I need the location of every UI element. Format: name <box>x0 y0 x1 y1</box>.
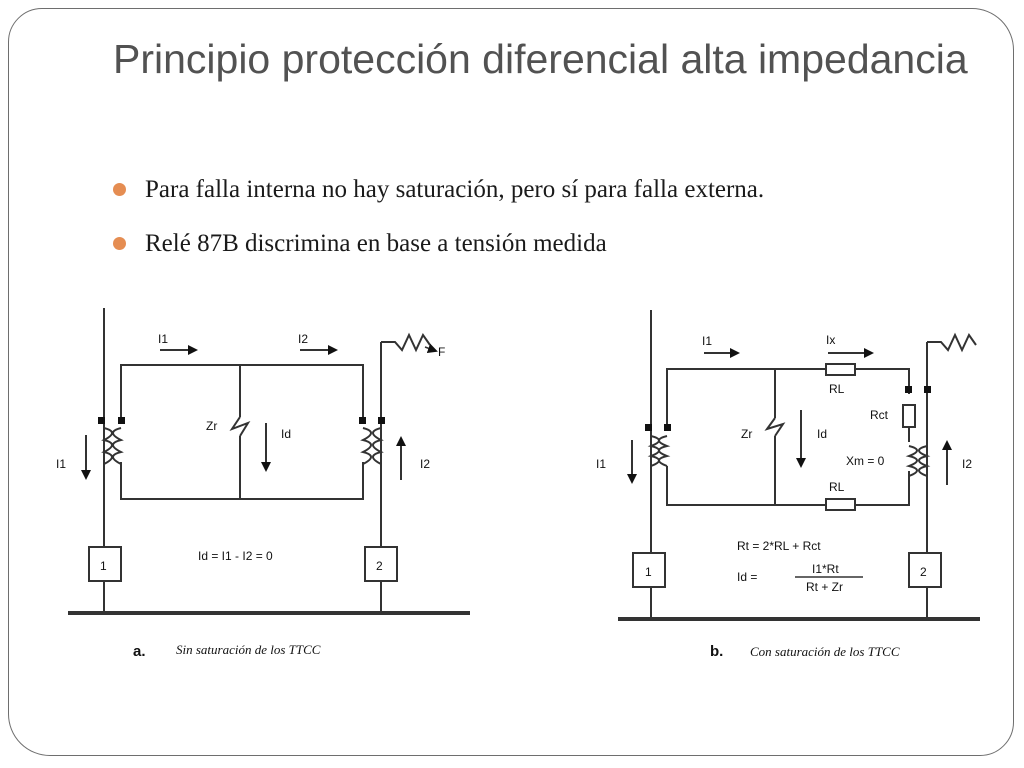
relay-box-1-a <box>88 546 122 582</box>
secondary-top-a <box>120 364 364 417</box>
caption-b: Con saturación de los TTCC <box>750 644 900 659</box>
label-i2-side-a: I2 <box>420 457 430 471</box>
bullet-item: Relé 87B discrimina en base a tensión me… <box>113 224 993 278</box>
ct-coil-left-b <box>647 435 660 467</box>
protection-diagrams: I1 I2 F Zr Id I1 I2 1 2 Id = I1 - I2 = 0… <box>56 308 980 660</box>
diagram-a-labels: I1 I2 F Zr Id I1 I2 1 2 Id = I1 - I2 = 0… <box>56 332 445 660</box>
secondary-bottom-b <box>666 466 826 506</box>
relay-label-1-a: 1 <box>100 559 107 573</box>
label-i2-a: I2 <box>298 332 308 346</box>
relay-label-2-b: 2 <box>920 565 927 579</box>
bullet-item: Para falla interna no hay saturación, pe… <box>113 170 993 224</box>
ct-coil-left-a <box>101 427 113 465</box>
label-i1-side-b: I1 <box>596 457 606 471</box>
relay-label-1-b: 1 <box>645 565 652 579</box>
ct-coil-right-a <box>360 427 372 465</box>
equation-id-num-b: I1*Rt <box>812 562 839 576</box>
secondary-bottom-a <box>120 462 364 500</box>
label-i1-side-a: I1 <box>56 457 66 471</box>
bullet-text: Relé 87B discrimina en base a tensión me… <box>145 230 607 257</box>
equation-id-den-b: Rt + Zr <box>806 580 843 594</box>
label-fault-a: F <box>438 345 445 359</box>
diagram-b-labels: I1 Ix RL Rct Zr Id Xm = 0 RL I1 I2 1 2 R… <box>596 333 972 660</box>
label-rct-b: Rct <box>870 408 889 422</box>
label-ix-b: Ix <box>826 333 835 347</box>
label-id-b: Id <box>817 427 827 441</box>
label-i1-b: I1 <box>702 334 712 348</box>
label-xm-b: Xm = 0 <box>846 454 885 468</box>
relay-box-2-b <box>908 552 942 588</box>
rct-resistor <box>902 404 916 428</box>
fault-zigzag-a <box>381 332 431 353</box>
slide-title: Principio protección diferencial alta im… <box>113 36 968 82</box>
label-i2-side-b: I2 <box>962 457 972 471</box>
caption-a: Sin saturación de los TTCC <box>176 642 321 657</box>
slide-frame <box>8 8 1014 756</box>
equation-a: Id = I1 - I2 = 0 <box>198 549 273 563</box>
secondary-top-b <box>666 368 826 426</box>
label-zr-a: Zr <box>206 419 217 433</box>
label-zr-b: Zr <box>741 427 752 441</box>
diagram-a <box>68 308 470 615</box>
label-rl-top-b: RL <box>829 382 845 396</box>
label-rl-bottom-b: RL <box>829 480 845 494</box>
equation-rt-b: Rt = 2*RL + Rct <box>737 539 821 553</box>
ct-coil-right-b <box>905 445 918 477</box>
bullet-list: Para falla interna no hay saturación, pe… <box>113 170 993 278</box>
relay-box-2-a <box>364 546 398 582</box>
bullet-dot-icon <box>113 237 126 250</box>
caption-letter-b: b. <box>710 643 723 660</box>
bullet-text: Para falla interna no hay saturación, pe… <box>145 176 765 203</box>
relay-label-2-a: 2 <box>376 559 383 573</box>
diagram-b <box>618 310 980 621</box>
caption-letter-a: a. <box>133 643 146 660</box>
equation-id-lhs-b: Id = <box>737 570 757 584</box>
label-id-a: Id <box>281 427 291 441</box>
label-i1-a: I1 <box>158 332 168 346</box>
bullet-dot-icon <box>113 183 126 196</box>
relay-box-1-b <box>632 552 666 588</box>
